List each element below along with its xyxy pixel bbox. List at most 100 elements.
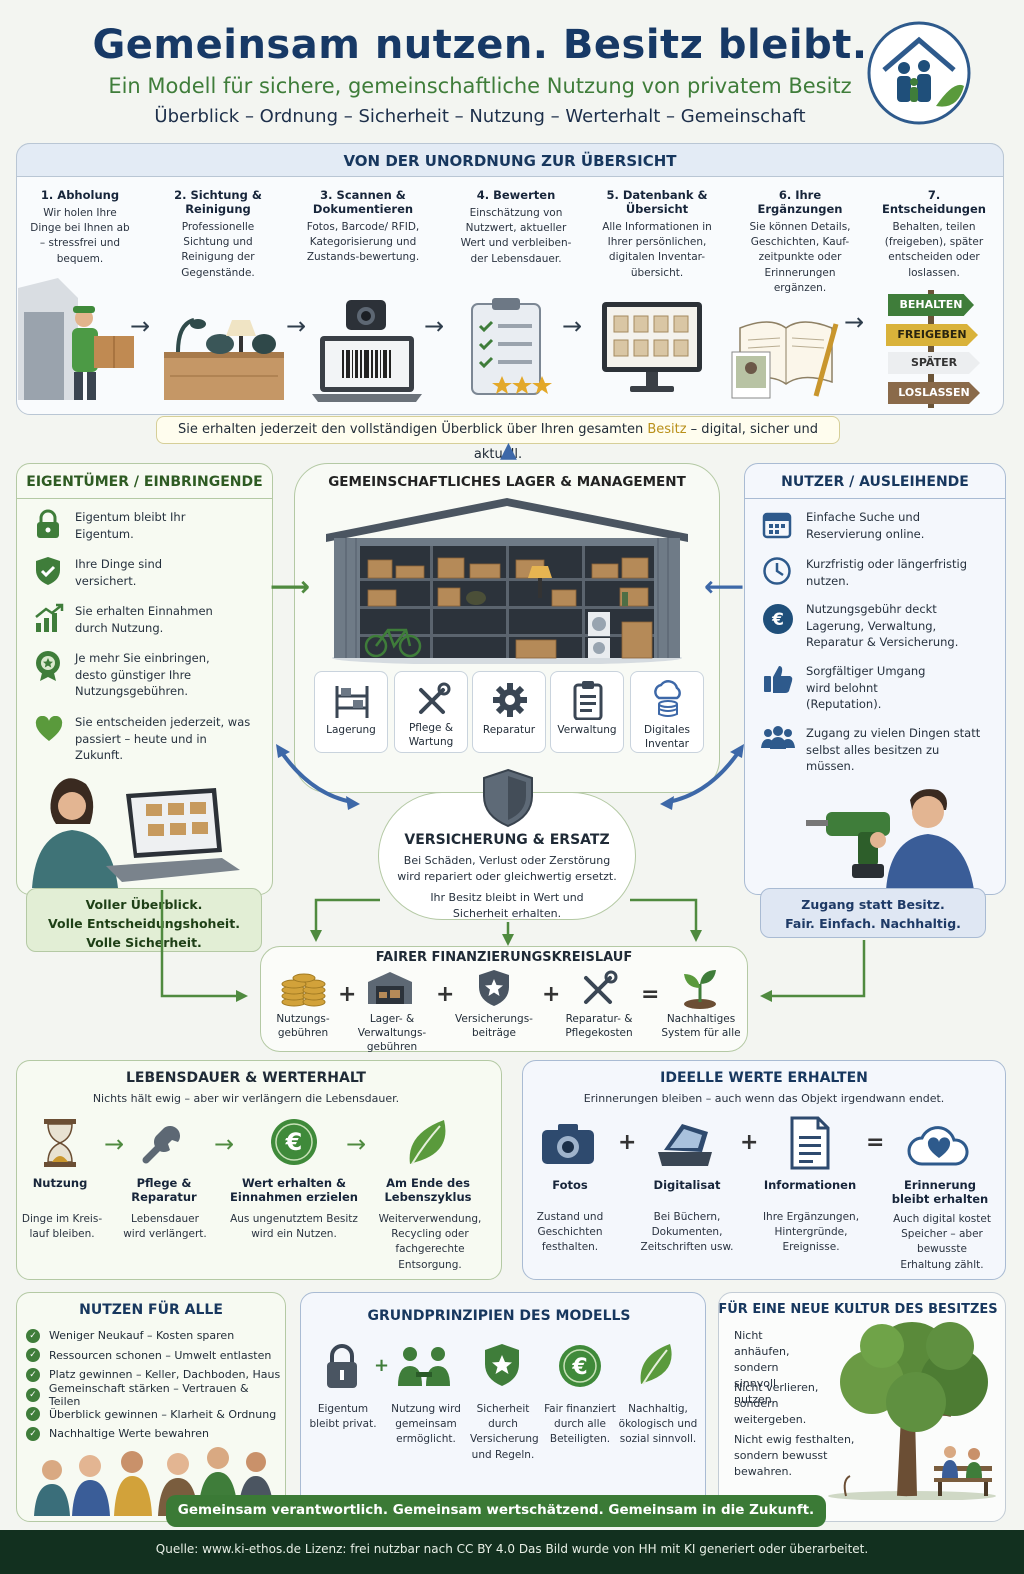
values-item-title: Fotos bbox=[552, 1178, 588, 1192]
plus-operator: + bbox=[374, 1355, 390, 1376]
benefit-item: ✓Gemeinschaft stärken – Vertrauen & Teil… bbox=[26, 1382, 282, 1408]
svg-text:€: € bbox=[571, 1355, 587, 1380]
lifetime-subtitle: Nichts hält ewig – aber wir verlängern d… bbox=[92, 1092, 400, 1105]
owner-benefit-text: Eigentum bleibt Ihr Eigentum. bbox=[75, 510, 186, 541]
values-subtitle: Erinnerungen bleiben – auch wenn das Obj… bbox=[583, 1092, 945, 1105]
process-arrow-icon: → bbox=[286, 312, 307, 340]
plus-operator: + bbox=[436, 982, 455, 1007]
family-house-logo-icon bbox=[867, 21, 971, 125]
lifetime-item-text: Lebensdauer wird verlängert. bbox=[123, 1213, 207, 1241]
svg-text:€: € bbox=[285, 1128, 303, 1156]
insurance-text: Bei Schäden, Verlust oder Zerstörung wir… bbox=[397, 854, 617, 883]
values-item-title: Erinnerung bleibt erhalten bbox=[891, 1178, 989, 1206]
owners-title: EIGENTÜMER / EINBRINGENDE bbox=[26, 474, 263, 490]
check-icon: ✓ bbox=[26, 1407, 40, 1422]
insurance-text-2: Ihr Besitz bleibt in Wert und Sicherheit… bbox=[430, 891, 584, 920]
process-arrow-icon: → bbox=[844, 308, 865, 336]
man-drill-illustration bbox=[806, 789, 974, 890]
values-title: IDEELLE WERTE ERHALTEN bbox=[660, 1070, 868, 1086]
lifetime-item-title: Am Ende des Lebenszyklus bbox=[384, 1176, 472, 1204]
service-tile-digital: Digitales Inventar bbox=[630, 671, 704, 753]
coins-icon bbox=[281, 973, 326, 1007]
values-panel bbox=[522, 1060, 1006, 1280]
process-title-bar bbox=[16, 143, 1004, 177]
owner-to-storage-arrow-icon: ⟶ bbox=[270, 570, 311, 603]
pickup-worker-icon bbox=[18, 278, 134, 400]
bottom-banner: Gemeinsam verantwortlich. Gemeinsam wert… bbox=[166, 1495, 826, 1527]
principle-text: Nutzung wird gemeinsam ermöglicht. bbox=[391, 1403, 461, 1446]
owner-benefit-text: Sie erhalten Einnahmen durch Nutzung. bbox=[75, 604, 213, 635]
tools-icon bbox=[584, 970, 618, 1004]
user-benefit-text: Sorgfältiger Umgang wird belohnt (Reputa… bbox=[806, 664, 926, 712]
finance-connectors-icon bbox=[160, 890, 866, 1002]
cleaning-items-icon bbox=[164, 318, 284, 400]
values-item-text: Auch digital kostet Speicher – aber bewu… bbox=[893, 1213, 991, 1271]
lock-icon bbox=[37, 509, 59, 538]
principle-text: Sicherheit durch Versicherung und Regeln… bbox=[470, 1403, 539, 1461]
euro-icon: € bbox=[763, 604, 793, 634]
check-icon: ✓ bbox=[26, 1387, 40, 1402]
footer-bar bbox=[0, 1530, 1024, 1574]
culture-title: FÜR EINE NEUE KULTUR DES BESITZES bbox=[718, 1302, 998, 1317]
shelf-icon bbox=[335, 686, 369, 718]
tree-bench-illustration bbox=[828, 1322, 996, 1500]
padlock-icon bbox=[327, 1344, 357, 1388]
principle-text: Fair finanziert durch alle Beteiligten. bbox=[544, 1403, 616, 1446]
benefit-item: ✓Überblick gewinnen – Klarheit & Ordnung bbox=[26, 1404, 282, 1424]
culture-item: Nicht anhäufen, sondern sinnvoll nutzen. bbox=[734, 1329, 790, 1406]
clipboard-rating-icon bbox=[471, 298, 552, 395]
lifetime-panel bbox=[16, 1060, 502, 1280]
sign-spaeter: SPÄTER bbox=[888, 352, 980, 374]
owner-benefit-text: Je mehr Sie einbringen, desto günstiger … bbox=[75, 651, 210, 699]
finance-item: Nutzungs-gebühren bbox=[276, 1013, 330, 1040]
hourglass-icon bbox=[44, 1119, 76, 1167]
cloud-heart-icon bbox=[907, 1126, 969, 1166]
overview-banner: Sie erhalten jederzeit den vollständigen… bbox=[156, 416, 840, 462]
process-arrow-icon: → bbox=[562, 312, 583, 340]
check-icon: ✓ bbox=[26, 1367, 40, 1382]
clipboard-icon bbox=[573, 681, 603, 720]
benefit-item: ✓Platz gewinnen – Keller, Dachboden, Hau… bbox=[26, 1365, 282, 1385]
curved-arrows-icon bbox=[276, 744, 744, 810]
finance-item: Reparatur- & Pflegekosten bbox=[565, 1013, 633, 1040]
gear-icon bbox=[493, 683, 527, 717]
notebook-photo-icon bbox=[731, 321, 839, 399]
growth-chart-icon bbox=[35, 603, 64, 632]
calendar-icon bbox=[762, 512, 792, 539]
user-benefit-text: Kurzfristig oder längerfristig nutzen. bbox=[806, 557, 968, 588]
values-item-text: Zustand und Geschichten festhalten. bbox=[536, 1211, 604, 1254]
footer-text: Quelle: www.ki-ethos.de Lizenz: frei nut… bbox=[155, 1542, 869, 1556]
equals-operator: = bbox=[866, 1130, 885, 1155]
award-badge-icon bbox=[36, 651, 60, 681]
values-item-text: Bei Büchern, Dokumenten, Zeitschriften u… bbox=[640, 1211, 734, 1254]
shield-check-icon bbox=[36, 557, 60, 585]
document-icon bbox=[790, 1116, 830, 1170]
thumbs-up-icon bbox=[764, 666, 793, 693]
process-arrow-icon: → bbox=[130, 312, 151, 340]
leaf-icon bbox=[409, 1120, 446, 1165]
benefit-item: ✓Ressourcen schonen – Umwelt entlasten bbox=[26, 1346, 282, 1366]
heart-icon bbox=[35, 716, 63, 741]
lifetime-item-title: Pflege & Reparatur bbox=[131, 1176, 197, 1204]
check-icon: ✓ bbox=[26, 1328, 40, 1343]
equals-operator: = bbox=[641, 982, 660, 1007]
finance-item: Nachhaltiges System für alle bbox=[661, 1013, 741, 1040]
sprout-icon bbox=[684, 970, 716, 1009]
finance-item: Versicherungs-beiträge bbox=[455, 1013, 533, 1040]
benefit-item: ✓Weniger Neukauf – Kosten sparen bbox=[26, 1326, 282, 1346]
principle-text: Eigentum bleibt privat. bbox=[309, 1403, 377, 1431]
clock-icon bbox=[763, 557, 791, 585]
user-benefit-text: Nutzungsgebühr deckt Lagerung, Verwaltun… bbox=[806, 602, 959, 650]
principle-text: Nachhaltig, ökologisch und sozial sinnvo… bbox=[618, 1403, 698, 1446]
page-tagline: Überblick – Ordnung – Sicherheit – Nutzu… bbox=[154, 106, 806, 127]
euro-coin-icon: € bbox=[271, 1119, 317, 1165]
storage-title: GEMEINSCHAFTLICHES LAGER & MANAGEMENT bbox=[328, 474, 686, 490]
users-title-divider bbox=[744, 498, 1006, 499]
svg-text:€: € bbox=[771, 610, 784, 630]
values-item-title: Informationen bbox=[763, 1178, 857, 1192]
people-sharing-icon bbox=[398, 1347, 450, 1386]
check-icon: ✓ bbox=[26, 1348, 40, 1363]
wrench-screwdriver-icon bbox=[419, 682, 451, 714]
